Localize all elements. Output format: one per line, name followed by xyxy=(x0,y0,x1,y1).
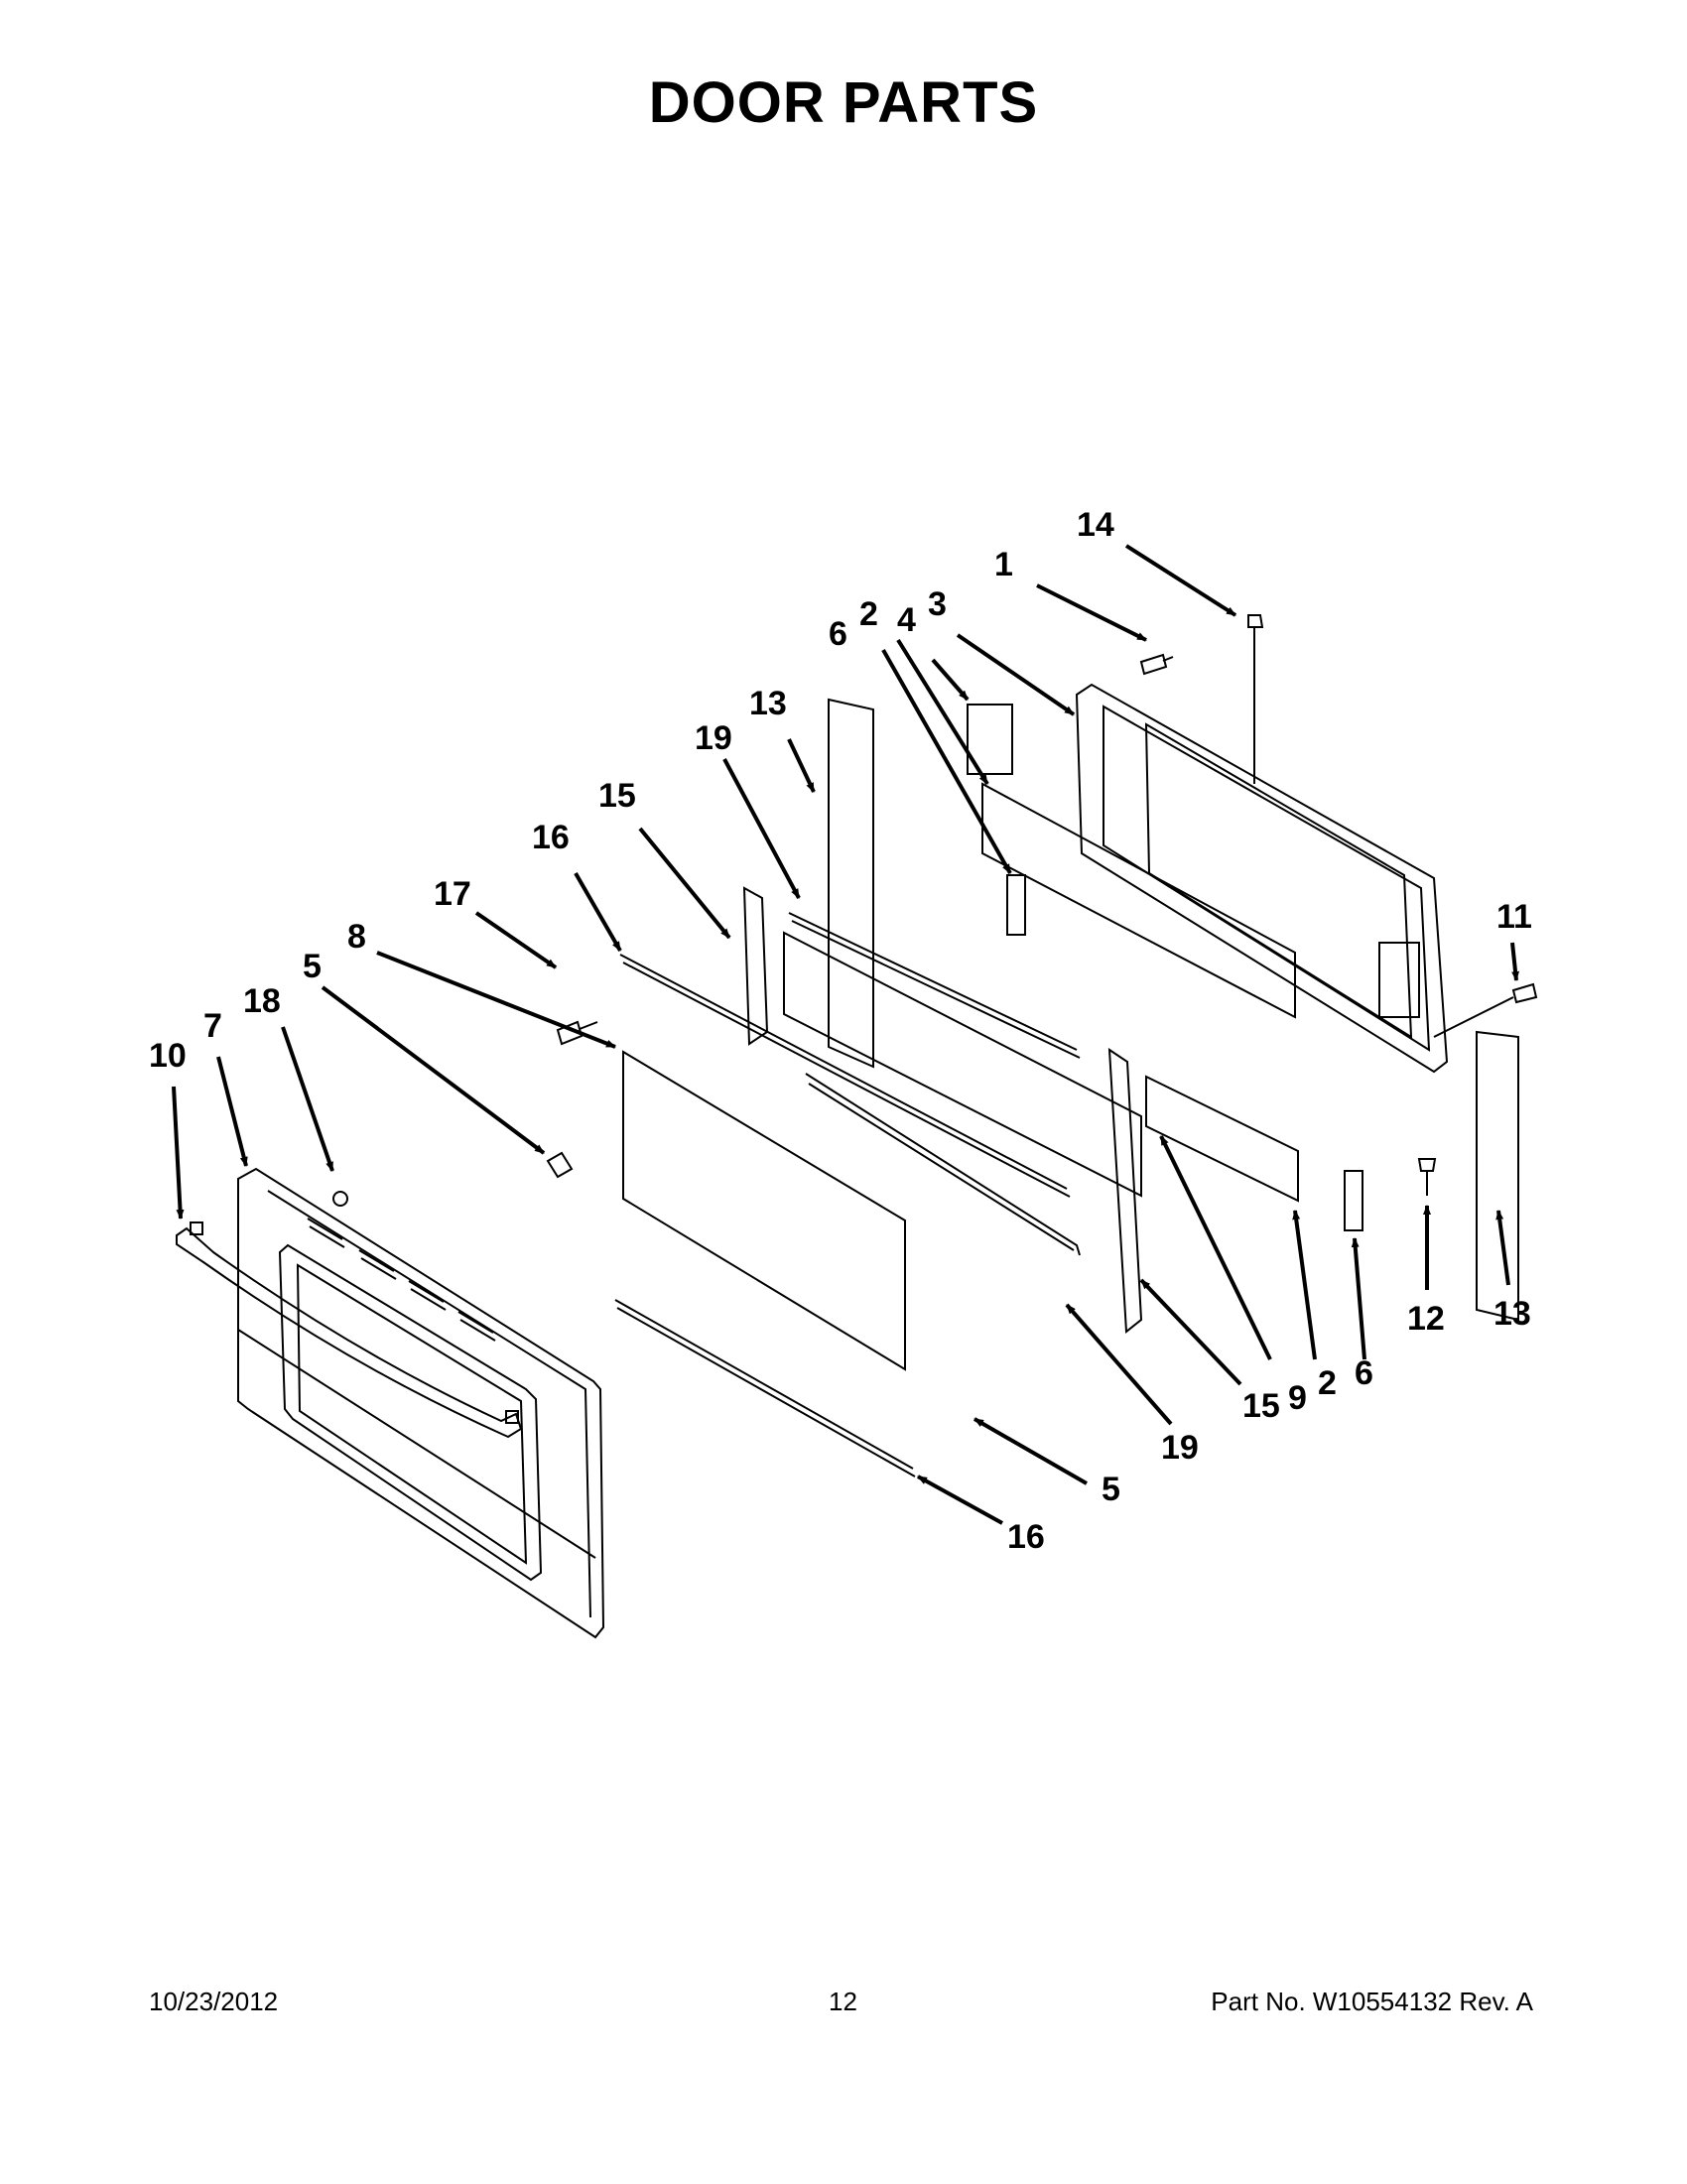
screw-11 xyxy=(1433,982,1538,1038)
door-glass-inner xyxy=(783,931,1142,1198)
callout-7: 7 xyxy=(203,1007,222,1045)
spacer-4-right xyxy=(1378,942,1420,1018)
screw-12 xyxy=(1417,1158,1437,1196)
rail-16-bottom xyxy=(614,1299,916,1477)
leader-arrows xyxy=(172,544,1520,1525)
callout-labels: 14 1 4 3 6 2 13 19 15 16 17 8 5 18 7 10 … xyxy=(149,506,1532,1556)
hinge-6-bottom xyxy=(1344,1170,1363,1231)
callout-3: 3 xyxy=(928,585,947,623)
screw-14 xyxy=(1247,614,1264,784)
callout-5-bottom: 5 xyxy=(1102,1471,1120,1508)
callout-18: 18 xyxy=(243,982,281,1020)
insulation-13-right xyxy=(1476,1030,1519,1322)
rail-19-lower xyxy=(805,1073,1081,1256)
inner-door-liner xyxy=(1075,683,1449,1074)
rail-19-top xyxy=(788,912,1081,1059)
footer-part-number: Part No. W10554132 Rev. A xyxy=(1211,1987,1533,2016)
callout-12: 12 xyxy=(1407,1300,1445,1338)
insulation-13-left xyxy=(828,698,874,1069)
nut xyxy=(332,1191,348,1207)
callout-2-top: 2 xyxy=(859,595,878,633)
callout-4: 4 xyxy=(897,601,916,639)
callout-15-bottom: 15 xyxy=(1242,1387,1280,1425)
hinge-6-top xyxy=(1006,874,1026,936)
callout-16-top: 16 xyxy=(532,819,570,856)
callout-11: 11 xyxy=(1496,898,1532,936)
clip-left xyxy=(546,1151,574,1179)
callout-14: 14 xyxy=(1077,506,1114,544)
callout-13-top: 13 xyxy=(749,685,787,722)
callout-10: 10 xyxy=(149,1037,187,1075)
callout-1: 1 xyxy=(994,546,1013,583)
callout-8: 8 xyxy=(347,918,366,956)
screw-17 xyxy=(556,1020,598,1046)
spacer-4-left xyxy=(967,704,1013,775)
callout-13-bottom: 13 xyxy=(1493,1295,1531,1333)
door-glass-outer xyxy=(622,1050,906,1371)
footer-page-number: 12 xyxy=(829,1987,857,2016)
callout-2-bottom: 2 xyxy=(1318,1364,1337,1402)
page-title: DOOR PARTS xyxy=(648,70,1039,135)
callout-9: 9 xyxy=(1288,1379,1307,1417)
screw-1 xyxy=(1139,653,1174,676)
side-bracket-15-left xyxy=(742,886,769,1046)
callout-16-bottom: 16 xyxy=(1007,1518,1045,1556)
door-handle xyxy=(176,1221,523,1439)
callout-19-top: 19 xyxy=(695,719,732,757)
rail-16-top xyxy=(619,954,1071,1198)
callout-5-top: 5 xyxy=(303,948,322,985)
insulation-2-top xyxy=(981,782,1296,1019)
callout-19-bottom: 19 xyxy=(1161,1429,1199,1467)
side-bracket-15-right xyxy=(1107,1048,1143,1334)
insulation-2-bottom xyxy=(1145,1075,1299,1203)
footer-date: 10/23/2012 xyxy=(149,1987,279,2016)
callout-6-bottom: 6 xyxy=(1355,1354,1373,1392)
callout-15-top: 15 xyxy=(598,777,636,815)
outer-door-panel xyxy=(237,1167,605,1639)
callout-17: 17 xyxy=(434,875,471,913)
callout-6-top: 6 xyxy=(829,615,847,653)
